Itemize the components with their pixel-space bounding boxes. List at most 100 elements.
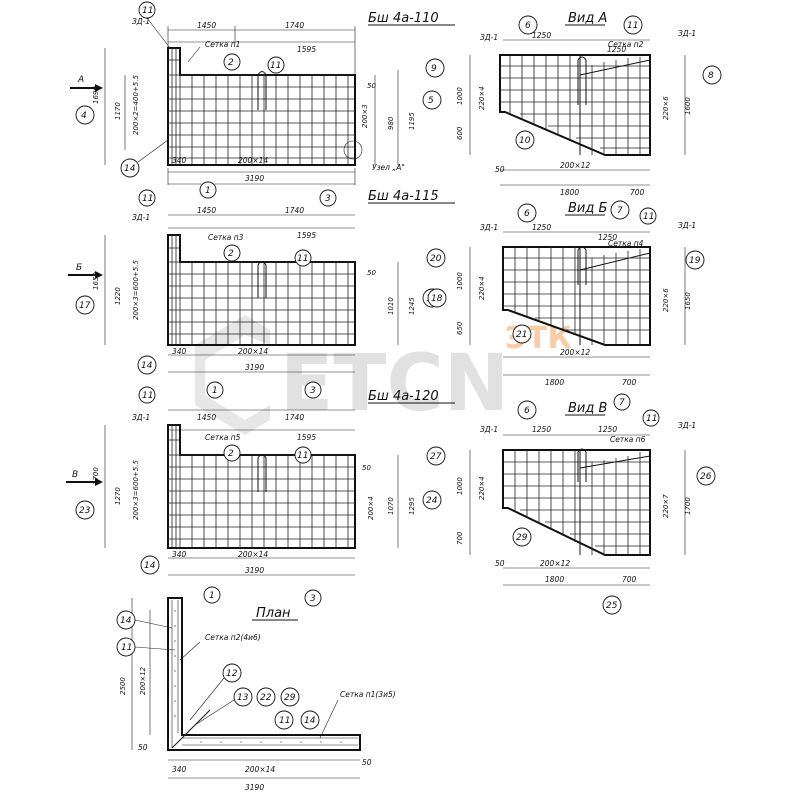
wall-outline xyxy=(502,449,651,556)
reinforcement-grid xyxy=(503,247,650,345)
view-a: Вид А 1250 1250 Сетка п2 200×12 1800 700… xyxy=(425,11,722,197)
dim-top-1: 1450 xyxy=(197,206,216,215)
elevation-bsh4a-110: Бш 4а-110 1450 1740 1595 340 200×14 3190 xyxy=(70,1,455,207)
dim-right-1: 980 xyxy=(387,116,395,130)
callout: 11 xyxy=(627,21,638,31)
callout: ЗД-1 xyxy=(480,33,498,42)
view-title: Бш 4а-110 xyxy=(368,11,439,26)
callout: ЗД-1 xyxy=(678,29,696,38)
dim-bottom-1: 200×12 xyxy=(560,161,590,170)
callout: 20 xyxy=(430,254,442,264)
view-b: Вид Б 1250 1250 Сетка п4 200×12 1800 700… xyxy=(426,200,705,411)
callout: 6 xyxy=(525,21,531,31)
dim-left-1: 1650 xyxy=(92,272,100,290)
callout: 11 xyxy=(279,716,290,726)
wall-outline xyxy=(167,424,356,549)
arrow-letter: В xyxy=(72,470,78,480)
dim-bottom-2: 200×14 xyxy=(238,347,268,356)
callout: 11 xyxy=(297,451,308,461)
callout: 2 xyxy=(228,449,234,459)
view-title: Вид А xyxy=(568,11,607,26)
callout: 6 xyxy=(524,406,530,416)
dim-right-2: 1010 xyxy=(387,297,395,315)
dim-left-2: 1270 xyxy=(114,487,122,505)
dim-left-3: 220×4 xyxy=(478,476,486,500)
callout: 26 xyxy=(700,472,712,482)
dim-top-2: 1740 xyxy=(285,21,304,30)
dim-top-3: 1595 xyxy=(297,45,316,54)
dim-bottom-3: 3190 xyxy=(245,363,264,372)
callout: 3 xyxy=(310,594,316,604)
dim-top-2: 1250 xyxy=(607,45,626,54)
dim-right-1: 1295 xyxy=(408,497,416,515)
callout: 18 xyxy=(431,294,443,304)
callout: 13 xyxy=(237,693,249,703)
callout: 11 xyxy=(142,391,153,401)
dim-right-1: 1650 xyxy=(684,292,692,310)
dim-top-2: 1250 xyxy=(598,233,617,242)
wall-outline xyxy=(502,246,651,346)
callout: 3 xyxy=(310,386,316,396)
view-title: Бш 4а-115 xyxy=(368,189,439,204)
dim-bottom-2: 200×14 xyxy=(238,550,268,559)
callout: 8 xyxy=(708,71,714,81)
dim-bottom-4: 50 xyxy=(495,165,505,174)
plan-wall-outline xyxy=(167,597,361,751)
dim-bottom-1: 200×12 xyxy=(560,348,590,357)
dim-bottom-3: 700 xyxy=(630,188,645,197)
arrow-letter: А xyxy=(77,75,84,85)
dim-bottom-1: 340 xyxy=(172,156,187,165)
callout: 11 xyxy=(270,61,281,71)
dim-top-1: 1450 xyxy=(197,21,216,30)
callout: ЗД-1 xyxy=(678,221,696,230)
callout: 7 xyxy=(617,206,623,216)
callout: 14 xyxy=(141,361,153,371)
callout: 1 xyxy=(212,386,218,396)
reinforcement-grid xyxy=(168,425,355,548)
callout: 11 xyxy=(142,6,153,16)
callout: 12 xyxy=(226,669,238,679)
dim-left-3: 50 xyxy=(138,743,148,752)
dim-right-3: 200×4 xyxy=(367,496,375,520)
dim-left-1: 1690 xyxy=(92,86,100,104)
dim-left-3: 200×2=400+5.5 xyxy=(132,75,140,135)
callout: 11 xyxy=(297,254,308,264)
callout: 11 xyxy=(646,414,657,424)
dim-bottom-3: 3190 xyxy=(245,174,264,183)
dim-bottom-4: 50 xyxy=(495,559,505,568)
dim-bottom-1: 200×12 xyxy=(540,559,570,568)
dim-top-2: 1740 xyxy=(285,413,304,422)
dim-bottom-2: 1800 xyxy=(545,378,564,387)
callout: ЗД-1 xyxy=(132,17,150,26)
reinforcement-grid xyxy=(500,55,650,155)
callout: 7 xyxy=(619,398,625,408)
dim-bottom-2: 200×14 xyxy=(245,765,275,774)
callout: 22 xyxy=(260,693,272,703)
callout: 3 xyxy=(325,194,331,204)
view-title: План xyxy=(256,606,291,621)
dim-bottom-3: 700 xyxy=(622,575,637,584)
dim-left-2: 1170 xyxy=(114,102,122,120)
callout: 11 xyxy=(643,212,654,222)
callout: ЗД-1 xyxy=(132,213,150,222)
callout: ЗД-1 xyxy=(480,425,498,434)
dim-right-2: 220×6 xyxy=(662,96,670,120)
dim-right-1: 1600 xyxy=(684,97,692,115)
view-title: Вид В xyxy=(568,401,607,416)
dim-left-1: 2500 xyxy=(119,677,127,695)
view-title: Бш 4а-120 xyxy=(368,389,439,404)
node-label: Узел „А" xyxy=(372,163,405,172)
grid-label: Сетка п2 xyxy=(608,40,644,49)
callout: 9 xyxy=(431,64,437,74)
callout: 2 xyxy=(228,58,234,68)
callout: 24 xyxy=(426,496,438,506)
dim-top-3: 1595 xyxy=(297,231,316,240)
elevation-bsh4a-115: Бш 4а-115 1450 1740 1595 340 200×14 3190… xyxy=(68,189,455,399)
dim-left-1: 1000 xyxy=(456,477,464,495)
dim-right-2: 220×7 xyxy=(662,494,670,518)
dim-left-2: 650 xyxy=(456,321,464,335)
dim-left-1: 1000 xyxy=(456,272,464,290)
callout: 5 xyxy=(428,96,434,106)
callout: 14 xyxy=(144,561,156,571)
grid-label: Сетка п6 xyxy=(610,435,646,444)
